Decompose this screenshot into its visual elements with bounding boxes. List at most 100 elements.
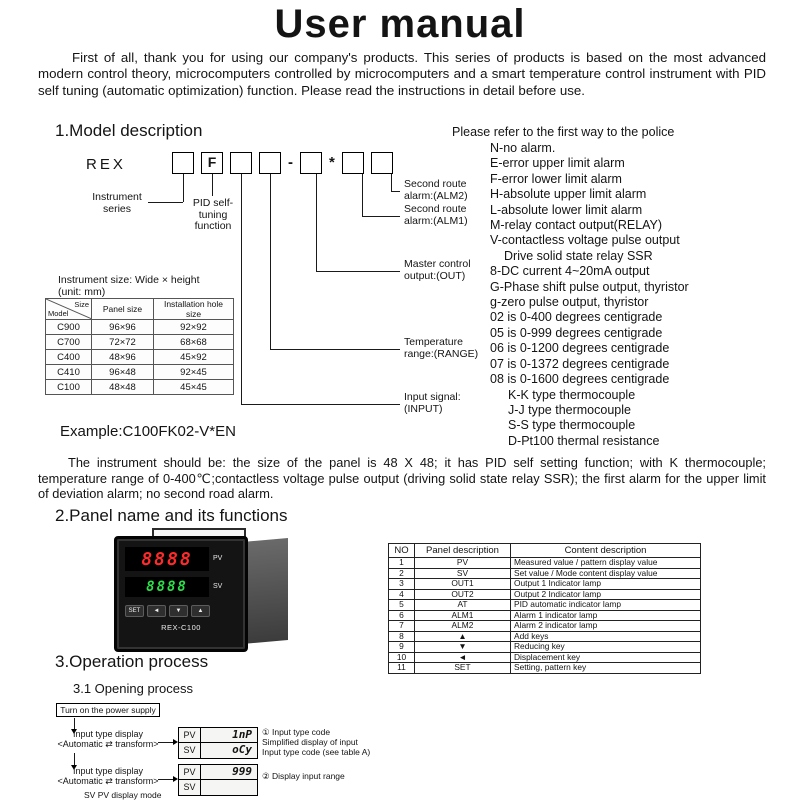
label-instrument-series: Instrument series: [92, 191, 142, 215]
device-key-arrow: ▼: [169, 605, 188, 617]
connector-line: [241, 174, 242, 404]
flow-arrow-line: [74, 753, 75, 765]
model-code-box: [172, 152, 194, 174]
size-table-cell: 45×92: [153, 349, 234, 365]
code-legend-item: M-relay contact output(RELAY): [490, 218, 663, 233]
label-master-output: Master control output:(OUT): [404, 258, 471, 282]
connector-line: [241, 404, 400, 405]
code-legend-item: 8-DC current 4~20mA output: [490, 264, 650, 279]
panel-table-cell: 7: [388, 620, 415, 632]
connector-line: [183, 174, 184, 202]
panel-table-header-panel: Panel description: [414, 543, 511, 558]
size-table-cell: 45×45: [153, 379, 234, 395]
model-code-box: [259, 152, 281, 174]
sv-cell-label: SV: [179, 743, 201, 758]
alarm-reference-note: Please refer to the first way to the pol…: [452, 125, 675, 139]
display-box-1: PV 1nP SV oCy: [178, 727, 258, 759]
code-legend-item: N-no alarm.: [490, 141, 556, 155]
sv-cell-label: SV: [179, 780, 201, 795]
size-note: Instrument size: Wide × height: [58, 274, 200, 286]
code-legend-item: 06 is 0-1200 degrees centigrade: [490, 341, 670, 356]
arrow-down-icon: [71, 729, 77, 734]
label-temperature-range: Temperature range:(RANGE): [404, 336, 479, 360]
panel-table-cell: PID automatic indicator lamp: [510, 599, 701, 611]
code-legend-item: V-contactless voltage pulse output: [490, 233, 680, 248]
panel-table-header-no: NO: [388, 543, 415, 558]
intro-paragraph: First of all, thank you for using our co…: [38, 50, 766, 98]
pv-cell-label: PV: [179, 728, 201, 742]
label-pid-self-tuning: PID self-tuning function: [192, 197, 234, 232]
sv-digits: 8888: [146, 579, 188, 595]
panel-table-cell: Add keys: [510, 630, 701, 642]
model-code-separator: -: [288, 154, 293, 171]
label-input-signal: Input signal: (INPUT): [404, 391, 461, 415]
panel-table-cell: 4: [388, 588, 415, 600]
flow-step1-sub: <Automatic ⇄ transform>: [57, 739, 159, 749]
panel-table-cell: ALM2: [414, 620, 511, 632]
connector-line: [316, 271, 400, 272]
code-legend-item: 07 is 0-1372 degrees centigrade: [490, 356, 670, 371]
size-table-corner-cell: Size Model: [45, 298, 92, 320]
panel-table-row: 8▲Add keys: [388, 630, 701, 642]
panel-table-cell: 3: [388, 578, 415, 590]
panel-table-cell: SET: [414, 662, 511, 674]
size-table-header-hole: Installation hole size: [153, 298, 234, 320]
size-unit-note: (unit: mm): [58, 286, 106, 298]
panel-table-cell: Alarm 1 indicator lamp: [510, 609, 701, 621]
code-legend-item: 02 is 0-400 degrees centigrade: [490, 310, 663, 325]
flow-note2: ② Display input range: [262, 771, 345, 781]
code-legend-item: Drive solid state relay SSR: [504, 248, 653, 263]
panel-table-cell: 1: [388, 557, 415, 569]
code-legend-item: 08 is 0-1600 degrees centigrade: [490, 372, 670, 387]
flow-note1-line1: ① Input type code: [262, 727, 331, 737]
code-legend-item: E-error upper limit alarm: [490, 156, 625, 171]
size-table-cell: C100: [45, 379, 92, 395]
code-legend-item: G-Phase shift pulse output, thyristor: [490, 279, 689, 294]
panel-table-cell: SV: [414, 567, 511, 579]
corner-label-model: Model: [48, 309, 69, 318]
sv-label: SV: [213, 583, 223, 590]
code-legend-item: g-zero pulse output, thyristor: [490, 295, 649, 310]
panel-table-cell: Reducing key: [510, 641, 701, 653]
device-key-arrow: ▲: [191, 605, 210, 617]
size-table-cell: 92×45: [153, 364, 234, 380]
spec-paragraph: The instrument should be: the size of th…: [38, 455, 766, 502]
size-table-cell: C700: [45, 334, 92, 350]
panel-table-cell: Displacement key: [510, 651, 701, 663]
section2-heading: 2.Panel name and its functions: [55, 506, 288, 525]
flow-note1-line3: Input type code (see table A): [262, 747, 371, 757]
section3-heading: 3.Operation process: [55, 652, 209, 671]
flow-step2-title: Input type display: [72, 766, 144, 776]
panel-table-cell: Output 2 Indicator lamp: [510, 588, 701, 600]
panel-functions-table: NO Panel description Content description…: [388, 543, 701, 674]
device-key-arrow: ◄: [147, 605, 166, 617]
connector-line: [148, 202, 183, 203]
model-code-separator: *: [329, 154, 335, 171]
panel-table-cell: OUT1: [414, 578, 511, 590]
diagonal-divider: [46, 299, 92, 319]
pv-cell-value: 1nP: [232, 728, 252, 741]
panel-table-cell: AT: [414, 599, 511, 611]
model-code-box: F: [201, 152, 223, 174]
model-code-boxes: F - *: [172, 152, 400, 174]
connector-line: [362, 174, 363, 216]
panel-table-cell: 6: [388, 609, 415, 621]
flow-footer-note: SV PV display mode: [84, 790, 162, 800]
code-legend-item: F-error lower limit alarm: [490, 171, 622, 186]
size-table: Size Model Panel size Installation hole …: [45, 298, 234, 395]
section31-subheading: 3.1 Opening process: [73, 681, 193, 696]
device-brand: REX-C100: [161, 623, 201, 632]
size-table-cell: 48×48: [91, 379, 154, 395]
code-legend-item: L-absolute lower limit alarm: [490, 202, 643, 217]
pv-digits: 8888: [141, 548, 193, 570]
size-table-cell: C900: [45, 319, 92, 335]
